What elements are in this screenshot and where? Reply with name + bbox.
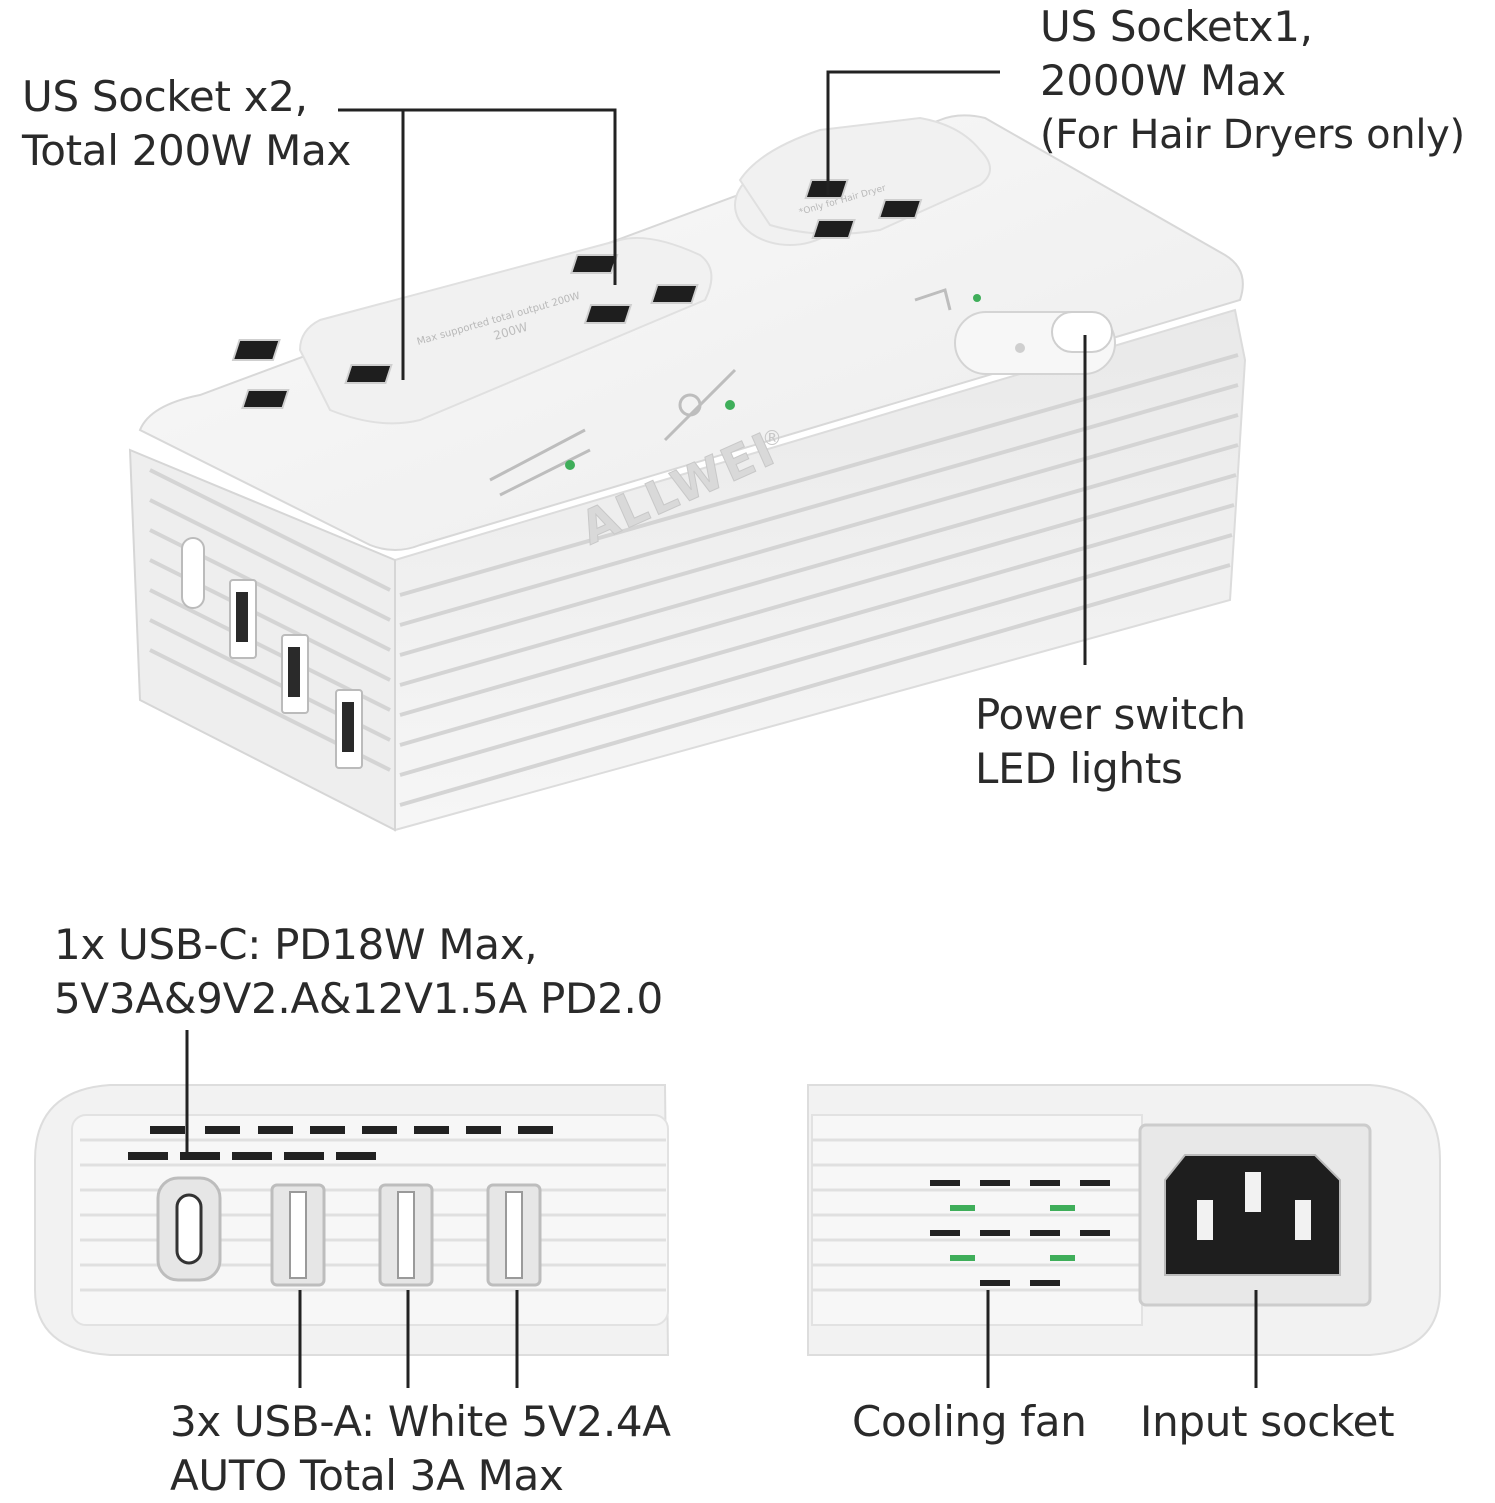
callout-line: Power switch — [975, 690, 1246, 739]
callout-usb-c: 1x USB-C: PD18W Max, 5V3A&9V2.A&12V1.5A … — [54, 918, 663, 1026]
callout-power-switch: Power switch LED lights — [975, 688, 1246, 796]
callout-cooling-fan: Cooling fan — [852, 1397, 1087, 1446]
callout-us-socket-x1: US Socketx1, 2000W Max (For Hair Dryers … — [1040, 0, 1465, 162]
callout-usb-a: 3x USB-A: White 5V2.4A AUTO Total 3A Max — [170, 1395, 671, 1503]
callout-line: 2000W Max — [1040, 56, 1286, 105]
callout-line: LED lights — [975, 744, 1183, 793]
registered-mark: ® — [762, 426, 782, 450]
callout-lines — [185, 70, 1258, 1388]
callout-line: Total 200W Max — [22, 126, 352, 175]
callout-line: US Socket x2, — [22, 72, 308, 121]
callout-line: 5V3A&9V2.A&12V1.5A PD2.0 — [54, 974, 663, 1023]
callout-input-socket: Input socket — [1140, 1397, 1395, 1446]
callout-line: 1x USB-C: PD18W Max, — [54, 920, 538, 969]
callout-line: AUTO Total 3A Max — [170, 1451, 564, 1500]
callout-us-socket-x2: US Socket x2, Total 200W Max — [22, 70, 351, 178]
adapter-usb-side-view — [34, 1084, 670, 1356]
adapter-top-view — [128, 114, 1247, 832]
callout-line: US Socketx1, — [1040, 2, 1313, 51]
callout-line: (For Hair Dryers only) — [1040, 112, 1465, 158]
callout-line: 3x USB-A: White 5V2.4A — [170, 1397, 671, 1446]
adapter-input-side-view — [807, 1084, 1441, 1356]
